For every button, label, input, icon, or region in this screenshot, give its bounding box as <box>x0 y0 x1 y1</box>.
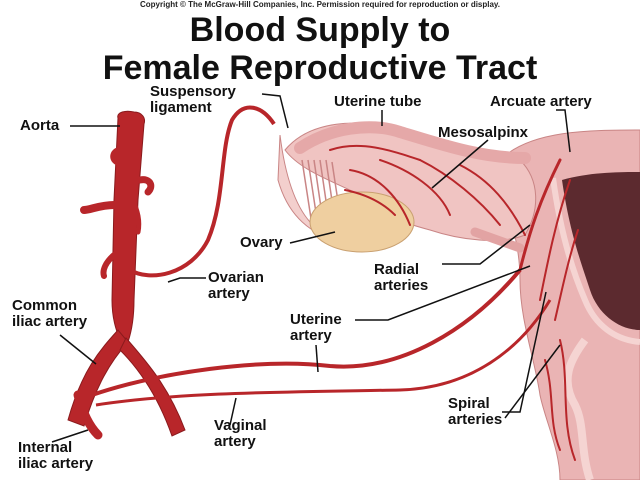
label-uterine-artery: Uterine artery <box>290 311 342 344</box>
label-mesosalpinx: Mesosalpinx <box>438 124 529 141</box>
uterine-branch-arteries <box>518 158 579 461</box>
ovarian-ligament <box>470 227 525 253</box>
title-line-2: Female Reproductive Tract <box>102 49 538 87</box>
copyright-notice: Copyright © The McGraw-Hill Companies, I… <box>139 0 501 9</box>
ovarian-artery-vessel <box>128 105 276 278</box>
label-ovarian-artery: Ovarian artery <box>208 269 264 302</box>
label-common-iliac-artery: Common iliac artery <box>12 297 88 330</box>
vaginal-artery-vessel <box>95 299 552 407</box>
uterine-artery-vessel <box>91 268 522 397</box>
label-suspensory-ligament: Suspensory ligament <box>150 83 236 116</box>
label-ovary: Ovary <box>240 234 283 251</box>
title-line-1: Blood Supply to <box>189 11 451 49</box>
left-common-iliac <box>67 329 129 427</box>
label-radial-arteries: Radial arteries <box>374 261 429 294</box>
label-vaginal-artery: Vaginal artery <box>214 417 267 450</box>
right-common-iliac <box>119 337 186 437</box>
label-spiral-arteries: Spiral arteries <box>448 395 503 428</box>
label-internal-iliac-artery: Internal iliac artery <box>18 439 94 472</box>
aorta-vessel <box>111 110 145 343</box>
leader-lines <box>51 93 571 443</box>
cervix-canal <box>563 337 594 480</box>
ovary-shape <box>309 191 415 253</box>
uterine-tube <box>294 121 531 164</box>
label-uterine-tube: Uterine tube <box>334 93 422 110</box>
label-aorta: Aorta <box>20 117 60 134</box>
internal-iliac-branch <box>73 390 103 440</box>
tube-branch-arteries <box>329 144 526 236</box>
aorta-branches <box>80 146 155 279</box>
uterine-cavity <box>562 172 640 330</box>
label-arcuate-artery: Arcuate artery <box>490 93 592 110</box>
